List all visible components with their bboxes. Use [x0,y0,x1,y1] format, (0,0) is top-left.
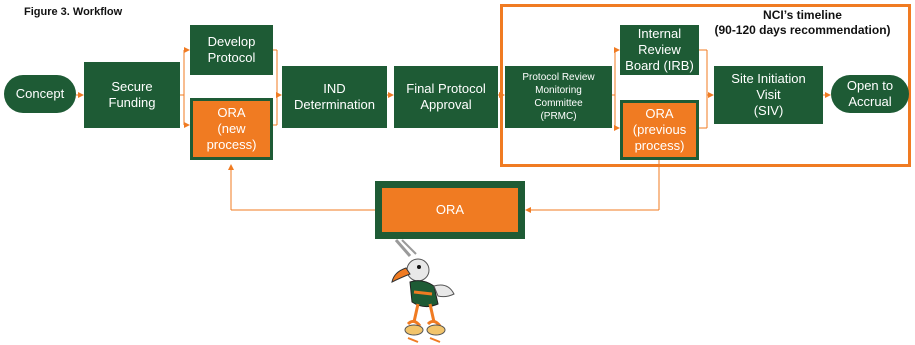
ora-new-process-node: ORA (new process) [190,98,273,160]
open-to-accrual-node: Open to Accrual [831,75,909,113]
concept-node: Concept [4,75,76,113]
irb-node: Internal Review Board (IRB) [620,25,699,75]
ora-previous-process-node: ORA (previous process) [620,100,699,160]
ibis-mascot-illustration [391,239,455,343]
nci-timeline-subtitle: (90-120 days recommendation) [714,23,891,37]
prmc-node: Protocol Review Monitoring Committee (PR… [505,66,612,128]
ind-determination-node: IND Determination [282,66,387,128]
develop-protocol-node: Develop Protocol [190,25,273,75]
secure-funding-node: Secure Funding [84,62,180,128]
nci-timeline-title: NCI’s timeline [763,8,842,22]
ora-center-node: ORA [375,181,525,239]
site-initiation-visit-node: Site Initiation Visit (SIV) [714,66,823,124]
nci-timeline-label: NCI’s timeline (90-120 days recommendati… [700,8,905,38]
figure-title: Figure 3. Workflow [24,6,123,18]
nci-timeline-frame [500,4,911,167]
final-protocol-approval-node: Final Protocol Approval [394,66,498,128]
